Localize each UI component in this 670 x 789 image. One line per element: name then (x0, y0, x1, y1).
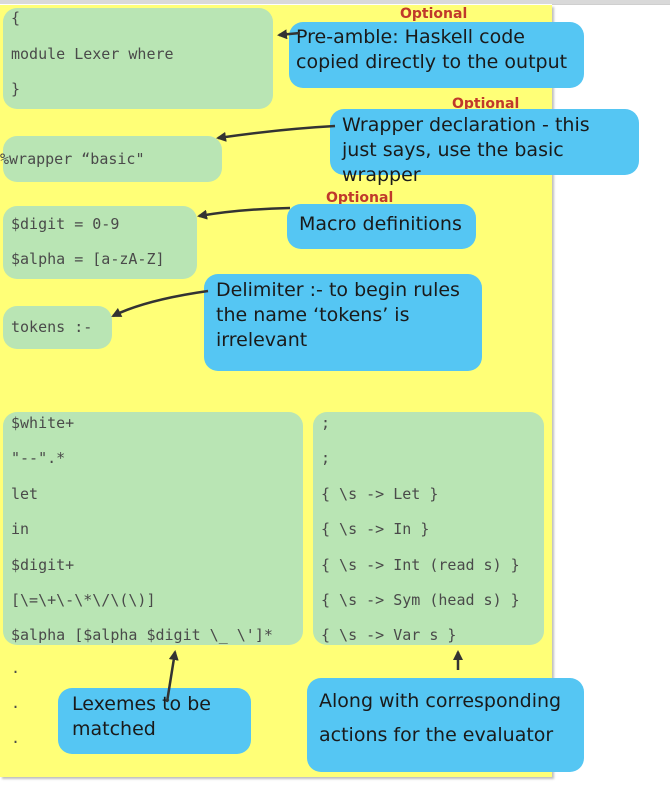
ellipsis-dot-1: . (11, 659, 21, 677)
delimiter-code-box (3, 306, 112, 349)
preamble-callout: Pre-amble: Haskell code copied directly … (289, 22, 584, 88)
ellipsis-dot-2: . (11, 694, 21, 712)
top-border (0, 0, 670, 4)
lexeme-comment: "--".* (11, 449, 66, 467)
wrapper-code-box (3, 136, 222, 182)
action-comment: ; (321, 449, 331, 467)
actions-callout: Along with corresponding actions for the… (307, 678, 584, 772)
wrapper-callout: Wrapper declaration - this just says, us… (330, 109, 639, 186)
preamble-line-3: } (11, 80, 21, 98)
lexemes-code-box (3, 412, 303, 645)
delimiter-callout: Delimiter :- to begin rules the name ‘to… (204, 274, 482, 371)
ellipsis-dot-3: . (11, 729, 21, 747)
lexeme-symbol: [\=\+\-\*\/\(\)] (11, 591, 156, 609)
lexemes-callout: Lexemes to be matched (58, 688, 251, 754)
actions-callout-line-1: Along with corresponding (319, 690, 562, 712)
action-let: { \s -> Let } (321, 485, 439, 503)
wrapper-code: %wrapper “basic" (0, 150, 145, 168)
action-sym: { \s -> Sym (head s) } (321, 591, 520, 609)
preamble-line-1: { (11, 9, 21, 27)
lexeme-let: let (11, 485, 39, 503)
lexeme-white: $white+ (11, 414, 75, 432)
actions-code-box (313, 412, 544, 645)
lexeme-in: in (11, 520, 30, 538)
lexeme-alpha: $alpha [$alpha $digit \_ \']* (11, 626, 273, 644)
action-var: { \s -> Var s } (321, 626, 457, 644)
action-white: ; (321, 414, 331, 432)
preamble-code-box (3, 8, 273, 109)
lexeme-digit: $digit+ (11, 556, 75, 574)
preamble-optional-label: Optional (400, 6, 468, 22)
macros-code-box (3, 206, 197, 279)
macros-optional-label: Optional (326, 190, 394, 206)
top-border-extension (552, 4, 670, 5)
action-int: { \s -> Int (read s) } (321, 556, 520, 574)
delimiter-code: tokens :- (11, 318, 93, 336)
actions-callout-line-2: actions for the evaluator (319, 724, 554, 746)
macros-callout: Macro definitions (287, 204, 476, 249)
preamble-line-2: module Lexer where (11, 45, 174, 63)
macro-alpha: $alpha = [a-zA-Z] (11, 250, 165, 268)
macro-digit: $digit = 0-9 (11, 215, 120, 233)
action-in: { \s -> In } (321, 520, 430, 538)
wrapper-optional-label: Optional (452, 96, 520, 112)
